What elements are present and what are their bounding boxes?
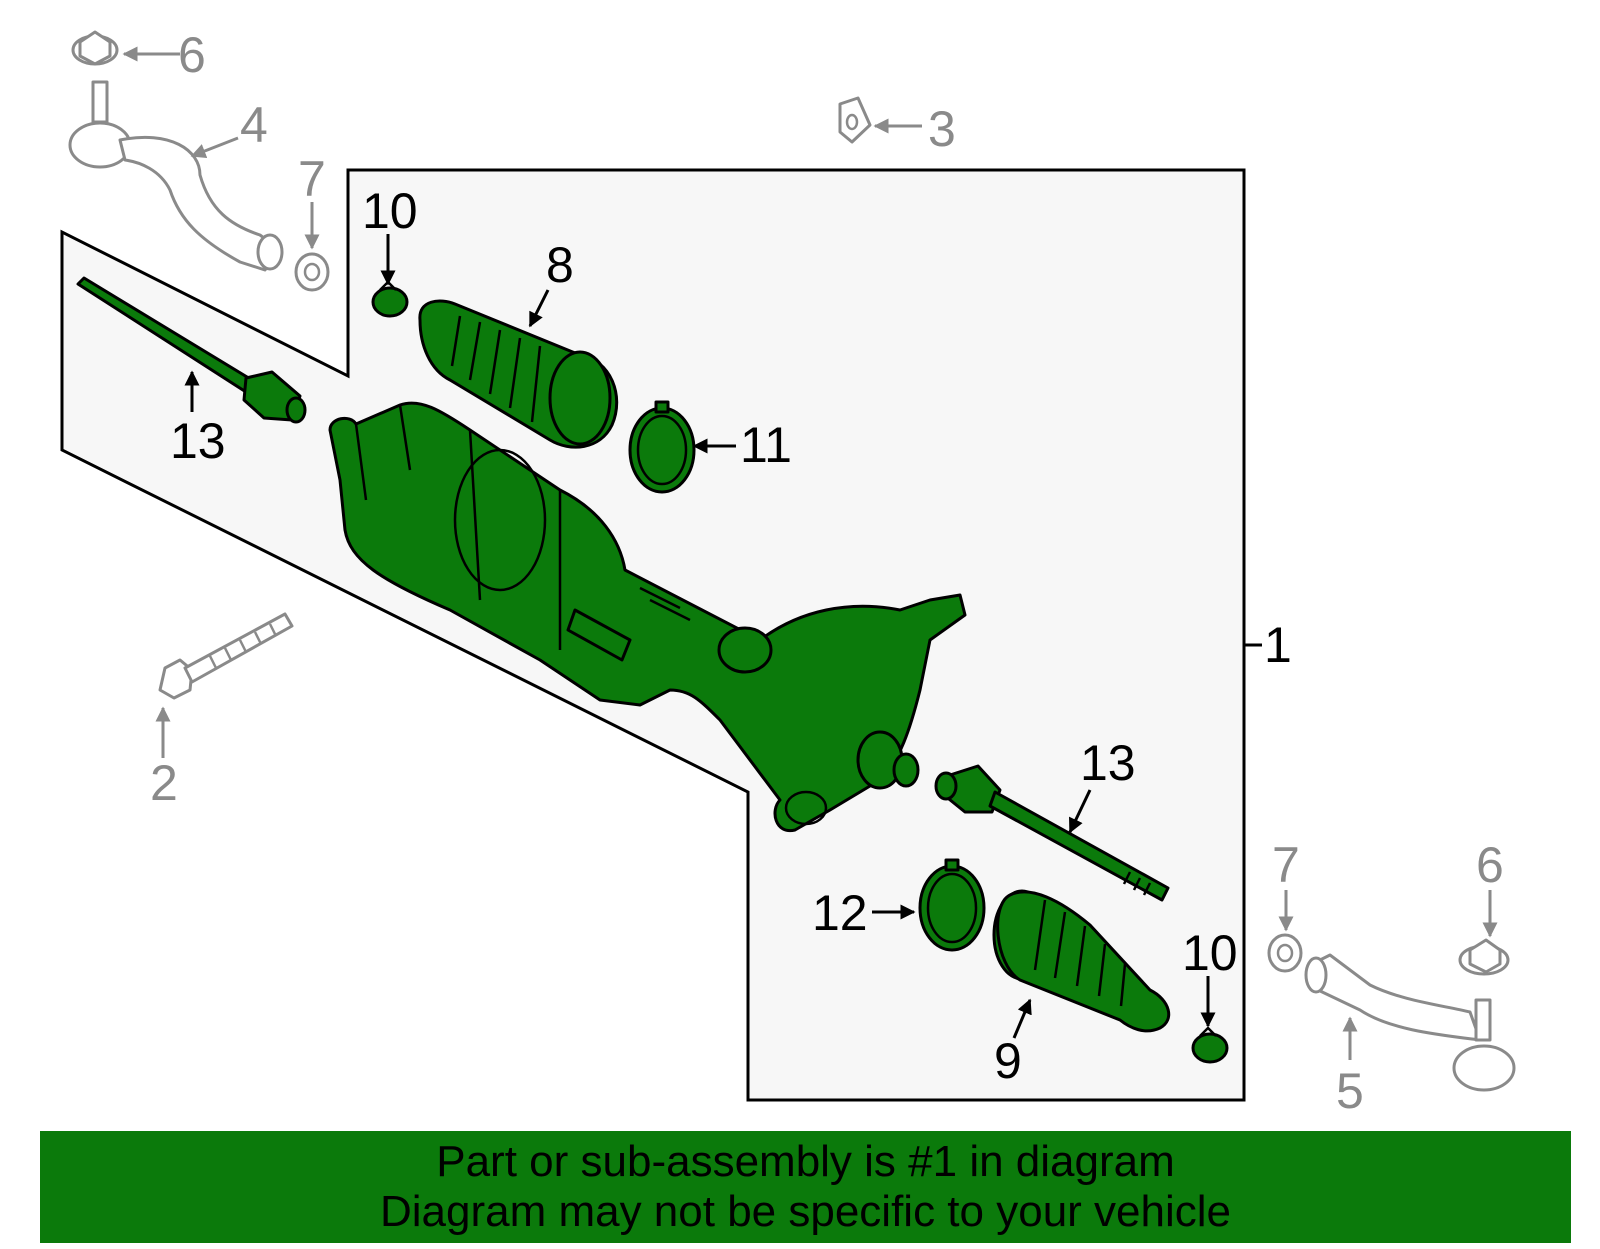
clamp-icon-10-left — [371, 280, 409, 318]
callout-7-left: 7 — [298, 151, 326, 207]
arrow-8 — [528, 289, 550, 328]
callout-12: 12 — [812, 885, 868, 941]
clip-icon-3 — [838, 96, 872, 144]
boot-icon-8 — [418, 299, 619, 449]
steering-rack-icon-1 — [328, 401, 967, 833]
bolt-icon-2 — [158, 612, 294, 700]
clamp-icon-10-right — [1191, 1026, 1229, 1064]
arrow-13-right — [1068, 789, 1092, 834]
nut-icon-6-left — [71, 30, 119, 66]
callout-7-right: 7 — [1272, 837, 1300, 893]
nut-icon-7-right — [1267, 933, 1303, 973]
callout-1: 1 — [1264, 617, 1292, 673]
callout-9: 9 — [994, 1033, 1022, 1089]
callout-11: 11 — [740, 417, 792, 473]
callout-5: 5 — [1336, 1063, 1364, 1119]
callout-4: 4 — [240, 97, 268, 153]
callout-8: 8 — [546, 237, 574, 293]
arrow-9 — [1012, 998, 1032, 1039]
tie-rod-end-icon-5 — [1304, 953, 1516, 1092]
callout-6-left: 6 — [178, 27, 206, 83]
callout-10-right: 10 — [1182, 925, 1238, 981]
arrow-4 — [190, 136, 239, 159]
clamp-ring-icon-11 — [628, 400, 696, 494]
clamp-ring-icon-12 — [918, 858, 986, 952]
inner-tie-rod-icon-13-right — [934, 764, 1170, 902]
banner-line-2: Diagram may not be specific to your vehi… — [379, 1187, 1232, 1236]
notice-banner: Part or sub-assembly is #1 in diagram Di… — [40, 1131, 1571, 1243]
nut-icon-6-right — [1458, 938, 1510, 976]
banner-line-1: Part or sub-assembly is #1 in diagram — [436, 1137, 1175, 1186]
callout-13-right: 13 — [1080, 735, 1136, 791]
callout-13-left: 13 — [170, 413, 226, 469]
callout-3: 3 — [928, 101, 956, 157]
inner-tie-rod-icon-13-left — [76, 276, 307, 424]
callout-2: 2 — [150, 755, 178, 811]
callout-6-right: 6 — [1476, 837, 1504, 893]
callout-10-left: 10 — [362, 183, 418, 239]
boot-icon-9 — [992, 889, 1171, 1033]
nut-icon-7-left — [294, 252, 330, 292]
